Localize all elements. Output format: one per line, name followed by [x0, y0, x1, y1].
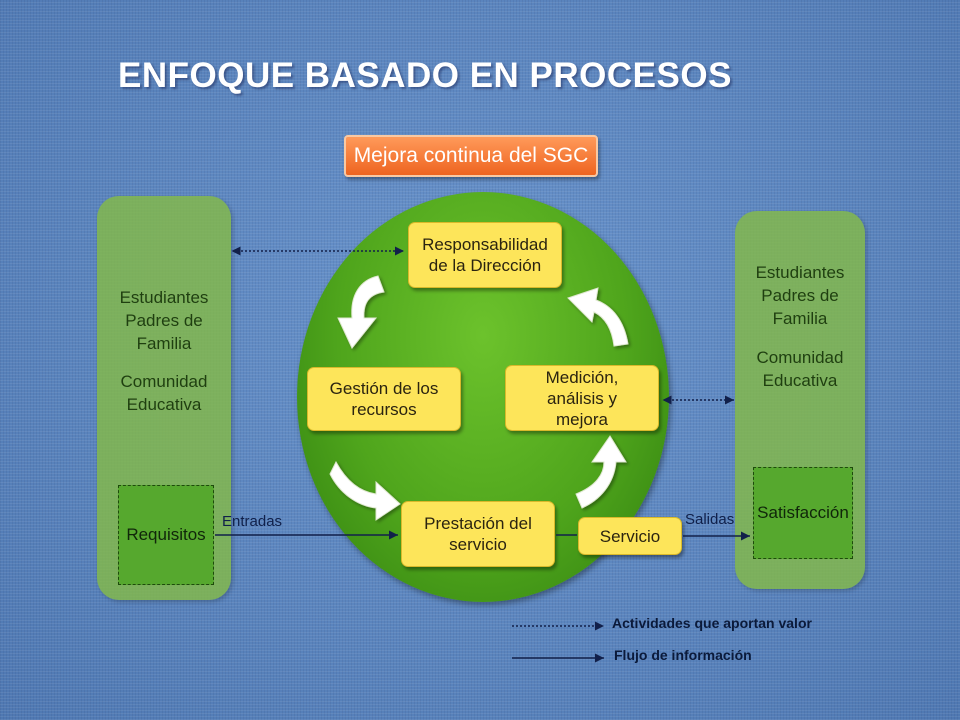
left-panel-line-2: Padres de — [125, 311, 203, 330]
right-panel-line-2: Padres de — [761, 286, 839, 305]
responsabilidad-line-1: Responsabilidad — [422, 235, 548, 254]
right-panel-line-3: Familia — [772, 309, 828, 328]
medicion-line-2: análisis y — [547, 388, 617, 408]
right-panel-line-5: Educativa — [762, 371, 838, 390]
requisitos-box: Requisitos — [118, 485, 214, 585]
arrow-prestacion-to-medicion-icon — [575, 435, 627, 509]
medicion-line-3: mejora — [556, 409, 608, 429]
left-panel-line-1: Estudiantes — [119, 288, 209, 307]
right-panel-line-1: Estudiantes — [755, 263, 845, 282]
prestacion-line-2: servicio — [449, 535, 507, 554]
arrow-responsabilidad-to-gestion-icon — [337, 275, 385, 349]
prestacion-servicio-box: Prestación del servicio — [401, 501, 555, 567]
medicion-line-1: Medición, — [545, 367, 619, 387]
gestion-line-1: Gestión de los — [329, 379, 439, 398]
gestion-line-2: recursos — [351, 400, 417, 419]
gestion-recursos-box: Gestión de los recursos — [307, 367, 461, 431]
responsabilidad-line-2: de la Dirección — [428, 256, 542, 275]
arrow-medicion-to-responsabilidad-icon — [567, 287, 629, 347]
left-panel-line-5: Educativa — [126, 395, 202, 414]
mejora-continua-banner: Mejora continua del SGC — [344, 135, 598, 177]
satisfaccion-box: Satisfacción — [753, 467, 853, 559]
left-panel-line-3: Familia — [136, 334, 192, 353]
responsabilidad-direccion-box: Responsabilidad de la Dirección — [408, 222, 562, 288]
salidas-label: Salidas — [685, 511, 735, 528]
legend-dotted-label: Actividades que aportan valor — [612, 615, 812, 631]
servicio-box: Servicio — [578, 517, 682, 555]
left-panel-line-4: Comunidad — [120, 372, 208, 391]
right-panel-line-4: Comunidad — [756, 348, 844, 367]
prestacion-line-1: Prestación del — [424, 514, 532, 533]
page-title: ENFOQUE BASADO EN PROCESOS — [118, 56, 732, 95]
legend-solid-label: Flujo de información — [614, 647, 752, 663]
entradas-label: Entradas — [222, 513, 283, 530]
arrow-gestion-to-prestacion-icon — [329, 460, 401, 521]
medicion-analisis-mejora-box: Medición, análisis y mejora — [505, 365, 659, 431]
